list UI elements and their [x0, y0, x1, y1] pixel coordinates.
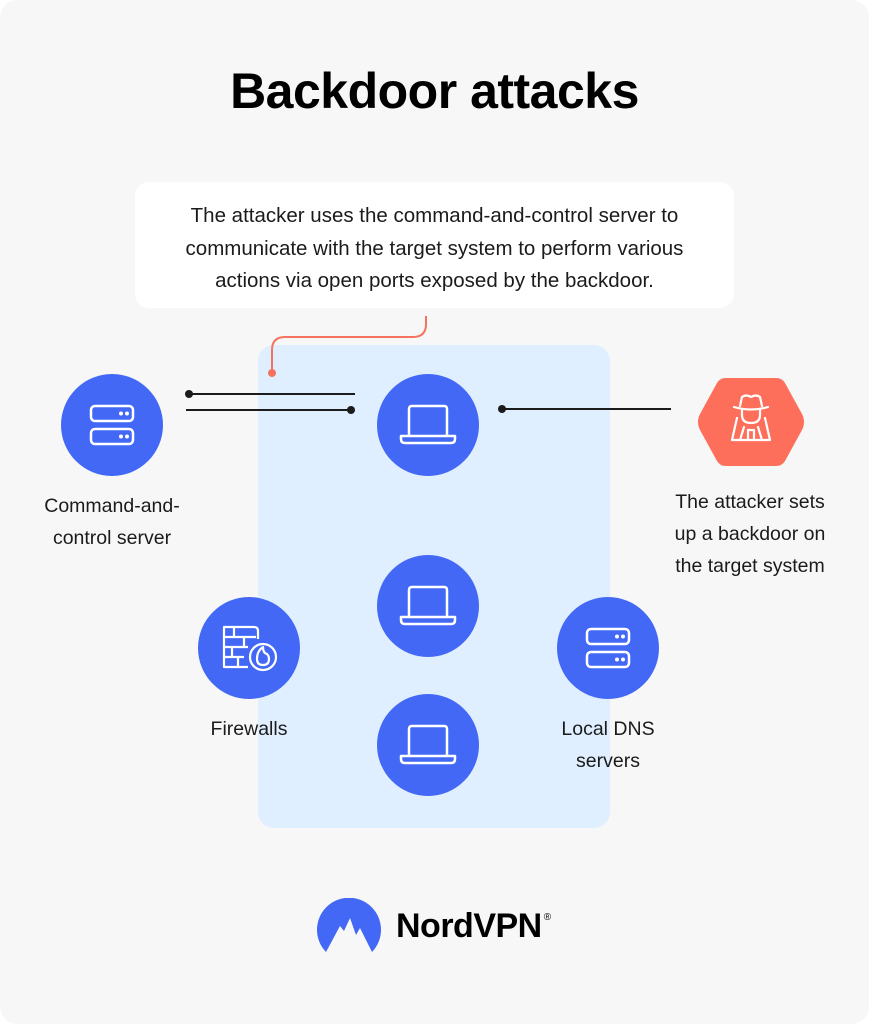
page-title: Backdoor attacks: [230, 63, 639, 119]
callout-line: actions via open ports exposed by the ba…: [215, 269, 654, 292]
attacker-node: [698, 378, 804, 466]
nordvpn-logo: NordVPN ®: [316, 898, 551, 954]
network-laptop-node: [377, 555, 479, 657]
c2-server-node: [61, 374, 163, 476]
firewalls-label: Firewalls: [189, 713, 309, 745]
target-laptop-node: [377, 374, 479, 476]
label-line: Command-and-: [44, 495, 180, 517]
c2-line-2-dot: [347, 406, 355, 414]
network-laptop-node: [377, 694, 479, 796]
label-line: Firewalls: [210, 718, 288, 740]
c2-server-label: Command-and- control server: [22, 490, 202, 554]
label-line: control server: [52, 527, 172, 549]
registered-mark: ®: [543, 912, 552, 923]
callout-line: The attacker uses the command-and-contro…: [190, 204, 679, 227]
laptop-icon: [399, 585, 457, 626]
c2-line-1-dot: [185, 390, 193, 398]
server-icon: [585, 627, 631, 669]
label-line: up a backdoor on: [674, 523, 826, 545]
callout-connector-dot: [268, 369, 276, 377]
server-icon: [89, 404, 135, 446]
callout-connector: [271, 316, 427, 372]
callout-box: The attacker uses the command-and-contro…: [135, 182, 734, 308]
label-line: The attacker sets: [675, 491, 825, 513]
brand-name: NordVPN: [396, 906, 542, 945]
laptop-icon: [399, 404, 457, 445]
firewall-icon: [222, 625, 278, 672]
label-line: Local DNS: [561, 718, 655, 740]
firewall-node: [198, 597, 300, 699]
dns-server-node: [557, 597, 659, 699]
callout-line: communicate with the target system to pe…: [185, 236, 684, 260]
dns-servers-label: Local DNS servers: [528, 713, 688, 777]
spy-icon: [730, 394, 772, 442]
label-line: servers: [576, 750, 640, 772]
laptop-icon: [399, 724, 457, 765]
attacker-label: The attacker sets up a backdoor on the t…: [650, 486, 850, 582]
mountain-logo-icon: [317, 898, 381, 952]
attacker-line-dot: [498, 405, 506, 413]
label-line: the target system: [675, 555, 825, 577]
